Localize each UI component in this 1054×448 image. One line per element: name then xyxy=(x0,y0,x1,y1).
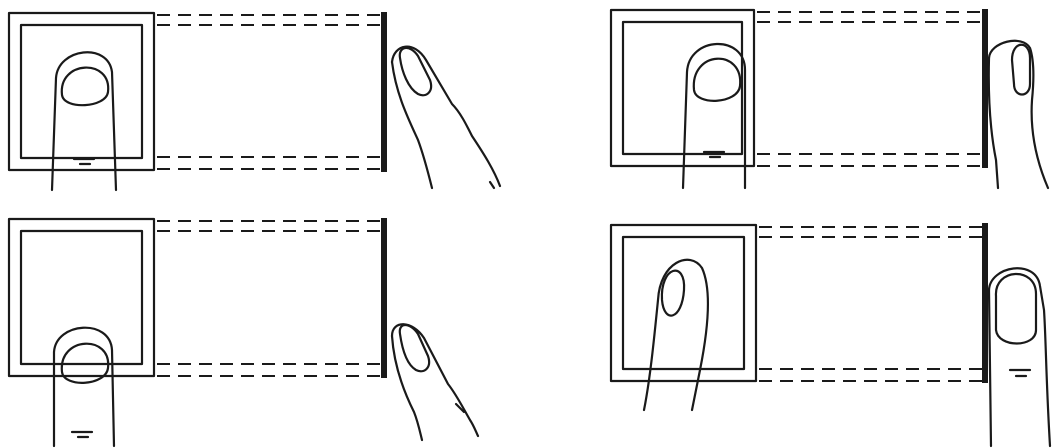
guide-lines xyxy=(157,220,382,377)
sensor-frame xyxy=(609,8,756,168)
finger-top-view xyxy=(52,326,116,448)
guide-lines xyxy=(157,14,382,170)
panel-bottom-left xyxy=(7,217,480,448)
panel-bottom-right xyxy=(609,223,1052,448)
sensor-frame xyxy=(7,11,156,172)
sensor-frame xyxy=(609,223,758,383)
guide-lines xyxy=(759,226,982,382)
finger-side-view xyxy=(987,267,1052,448)
finger-side-view xyxy=(390,45,502,190)
finger-top-view xyxy=(642,258,709,412)
panel-top-right xyxy=(609,8,1050,190)
sensor-frame xyxy=(7,217,156,378)
finger-top-view xyxy=(681,42,747,190)
guide-lines xyxy=(757,11,982,167)
finger-side-view xyxy=(390,323,480,442)
panel-top-left xyxy=(7,11,502,192)
finger-side-view xyxy=(987,39,1050,190)
finger-top-view xyxy=(50,51,118,192)
